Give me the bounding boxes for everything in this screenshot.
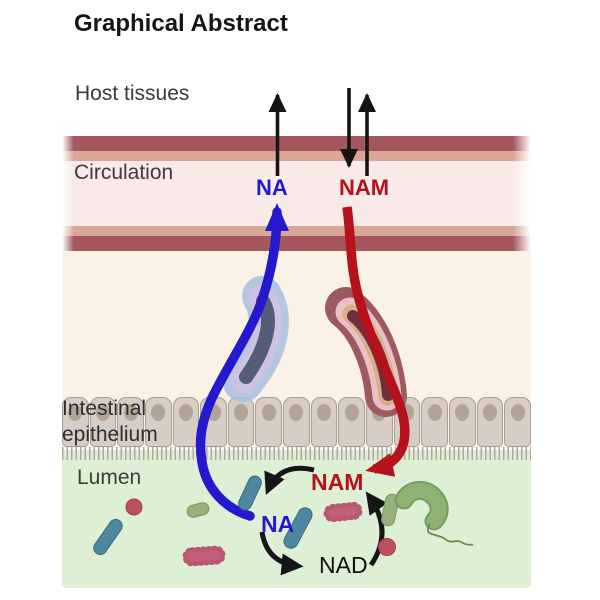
epithelium-brush-border [62,447,531,460]
epithelium-cell [89,397,117,447]
epithelium-cell [144,397,172,447]
cell-nucleus-icon [455,404,470,421]
lumen-label: Lumen [77,466,142,489]
cell-nucleus-icon [178,404,193,421]
circulation-label: Circulation [74,161,174,184]
na-circulation-label: NA [256,175,288,200]
epithelium-cell [117,397,144,447]
cell-nucleus-icon [123,404,138,421]
cell-nucleus-icon [151,404,166,421]
cell-nucleus-icon [372,404,387,421]
circulation-vessel-band [62,136,531,251]
nam-circulation-label: NAM [339,175,390,200]
epithelium-cell [366,397,393,447]
cell-nucleus-icon [400,404,414,421]
epithelium-cell [393,397,421,447]
intestinal-epithelium-line2: epithelium [62,423,158,446]
cell-nucleus-icon [510,404,525,421]
nad-lumen-label: NAD [319,552,368,578]
figure-title: Graphical Abstract [74,10,288,37]
cell-nucleus-icon [68,404,83,421]
epithelium-cell [338,397,366,447]
epithelium-cell [255,397,283,447]
intestinal-epithelium-label: Intestinal epithelium [62,396,158,448]
intestinal-epithelium-line1: Intestinal [62,397,147,420]
nam-lumen-label: NAM [311,469,364,495]
cell-nucleus-icon [427,404,442,421]
epithelium-cell [62,397,89,447]
epithelium-cell [448,397,476,447]
epithelium-cell [227,397,255,447]
epithelium-cell [200,397,227,447]
na-lumen-label: NA [261,511,295,537]
epithelium-cell [283,397,310,447]
cell-nucleus-icon [482,404,497,421]
cell-nucleus-icon [261,404,276,421]
cell-nucleus-icon [344,404,359,421]
cell-nucleus-icon [289,404,304,421]
epithelium-cell [504,397,531,447]
host-tissues-label: Host tissues [75,82,190,105]
epithelium-cell [172,397,200,447]
cell-nucleus-icon [234,404,249,421]
epithelium-cell [476,397,504,447]
epithelium-cell [421,397,448,447]
cell-nucleus-icon [95,404,110,421]
epithelium-cell [310,397,338,447]
cell-nucleus-icon [206,404,221,421]
cell-nucleus-icon [317,404,332,421]
